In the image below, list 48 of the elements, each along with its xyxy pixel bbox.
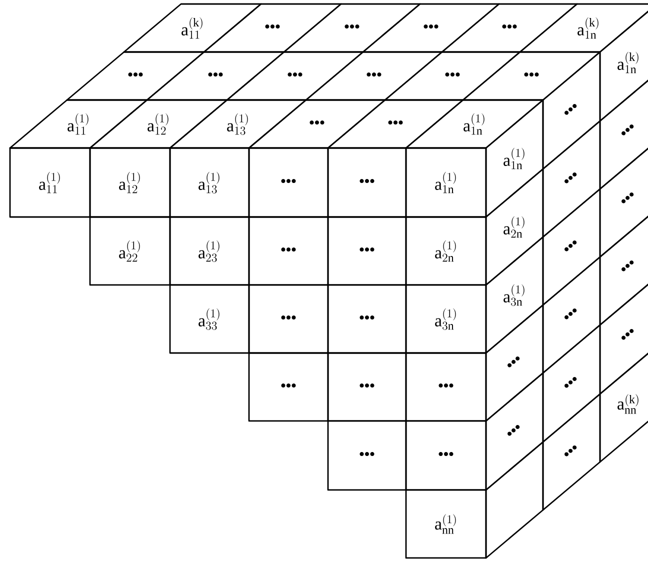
matrix-cell: ••• xyxy=(327,216,407,286)
matrix-cell: $\mathrm{a}_{1\mathrm{n}}^{(\mathrm{k})}$ xyxy=(519,3,648,53)
matrix-cell: ••• xyxy=(248,147,329,218)
matrix-cell: ••• xyxy=(542,188,601,306)
matrix-cell: ••• xyxy=(248,99,386,149)
matrix-cell: ••• xyxy=(327,352,407,422)
matrix-cell: ••• xyxy=(405,352,487,422)
matrix-cell: ••• xyxy=(327,284,407,354)
matrix-cell: $\mathrm{a}_{13}^{(1)}$ xyxy=(169,147,250,218)
matrix-cell: ••• xyxy=(485,372,544,491)
matrix-cell: $\mathrm{a}_{11}^{(1)}$ xyxy=(9,99,148,149)
matrix-cell: ••• xyxy=(283,3,421,53)
matrix-cell: ••• xyxy=(542,120,601,238)
matrix-cell: ••• xyxy=(542,51,601,170)
matrix-cell: $\mathrm{a}_{12}^{(1)}$ xyxy=(89,147,171,218)
matrix-cell: $\mathrm{a}_{2\mathrm{n}}^{(1)}$ xyxy=(485,168,544,286)
matrix-cell: ••• xyxy=(384,51,521,101)
matrix-cell: ••• xyxy=(327,420,407,491)
matrix-cell: ••• xyxy=(248,216,329,286)
matrix-cell: $\mathrm{a}_{2\mathrm{n}}^{(1)}$ xyxy=(405,216,487,286)
matrix-cell: ••• xyxy=(542,393,601,511)
matrix-cell: $\mathrm{a}_{13}^{(1)}$ xyxy=(169,99,307,149)
matrix-cell: ••• xyxy=(362,3,500,53)
matrix-cell: ••• xyxy=(542,324,601,443)
matrix-cell: ••• xyxy=(248,352,329,422)
matrix-cell: ••• xyxy=(441,3,578,53)
matrix-cell: $\mathrm{a}_{1\mathrm{n}}^{(1)}$ xyxy=(405,147,487,218)
matrix-cell: $\mathrm{a}_{1\mathrm{n}}^{(1)}$ xyxy=(405,99,544,149)
matrix-cell: $\mathrm{a}_{33}^{(1)}$ xyxy=(169,284,250,354)
matrix-cell: $\mathrm{a}_{11}^{(1)}$ xyxy=(9,147,91,218)
matrix-cell: ••• xyxy=(226,51,364,101)
matrix-cell: $\mathrm{a}_{11}^{(\mathrm{k})}$ xyxy=(123,3,262,53)
matrix-cell: ••• xyxy=(305,51,443,101)
matrix-cell: $\mathrm{a}_{3\mathrm{n}}^{(1)}$ xyxy=(405,284,487,354)
matrix-cell: $\mathrm{a}_{1\mathrm{n}}^{(1)}$ xyxy=(485,99,544,218)
matrix-cell: ••• xyxy=(327,147,407,218)
matrix-cell: $\mathrm{a}_{22}^{(1)}$ xyxy=(89,216,171,286)
matrix-cell: ••• xyxy=(462,51,601,101)
matrix-cell: ••• xyxy=(542,256,601,374)
matrix-cell: ••• xyxy=(327,99,464,149)
matrix-cell: ••• xyxy=(405,420,487,491)
matrix-cell xyxy=(485,441,544,559)
matrix-cell: ••• xyxy=(203,3,342,53)
matrix-cell: ••• xyxy=(66,51,205,101)
matrix-cell: ••• xyxy=(146,51,285,101)
matrix-cell: ••• xyxy=(248,284,329,354)
matrix-cell: $\mathrm{a}_{\mathrm{nn}}^{(1)}$ xyxy=(405,489,487,559)
matrix-cell: $\mathrm{a}_{23}^{(1)}$ xyxy=(169,216,250,286)
